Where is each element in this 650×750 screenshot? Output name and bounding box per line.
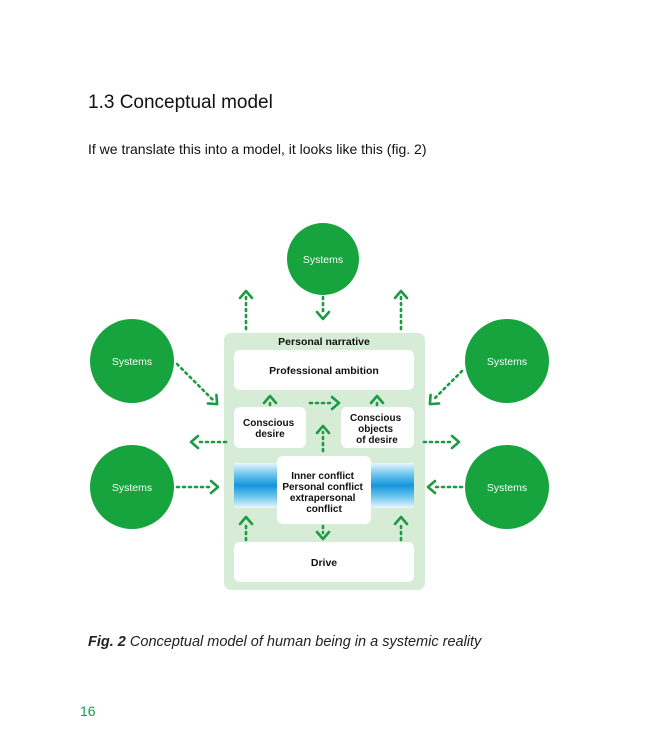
- systems-circle-right-upper: Systems: [465, 319, 549, 403]
- section-heading: 1.3 Conceptual model: [88, 92, 273, 113]
- arrow-left-upper-in: [175, 362, 216, 403]
- systems-circle-left-upper: Systems: [90, 319, 174, 403]
- conscious-desire-box: [234, 407, 306, 448]
- figure-caption: Fig. 2 Conceptual model of human being i…: [88, 634, 481, 650]
- systems-circle-left-lower: Systems: [90, 445, 174, 529]
- svg-text:Systems: Systems: [112, 482, 152, 494]
- systems-circle-top: Systems: [287, 223, 359, 295]
- drive-label: Drive: [311, 557, 337, 569]
- intro-paragraph: If we translate this into a model, it lo…: [88, 141, 427, 157]
- professional-ambition-box: [234, 350, 414, 390]
- conscious-objects-box: [341, 407, 414, 448]
- figure-label: Fig. 2: [88, 634, 126, 650]
- arrow-right-upper-in: [431, 369, 464, 402]
- professional-ambition-label: Professional ambition: [269, 365, 379, 377]
- drive-box: [234, 542, 414, 582]
- page-number: 16: [80, 703, 96, 719]
- inner-conflict-box: [277, 456, 371, 524]
- conscious-objects-label: Conscious objects of desire: [350, 413, 404, 446]
- inner-conflict-label: Inner conflict Personal conflict extrape…: [282, 471, 365, 515]
- figure-caption-text: Conceptual model of human being in a sys…: [125, 634, 482, 650]
- svg-text:Systems: Systems: [303, 254, 343, 266]
- panel-title: Personal narrative: [278, 336, 370, 348]
- conscious-desire-label: Conscious desire: [243, 418, 297, 440]
- svg-text:Systems: Systems: [112, 356, 152, 368]
- systems-circle-right-lower: Systems: [465, 445, 549, 529]
- svg-text:Systems: Systems: [487, 356, 527, 368]
- svg-text:Systems: Systems: [487, 482, 527, 494]
